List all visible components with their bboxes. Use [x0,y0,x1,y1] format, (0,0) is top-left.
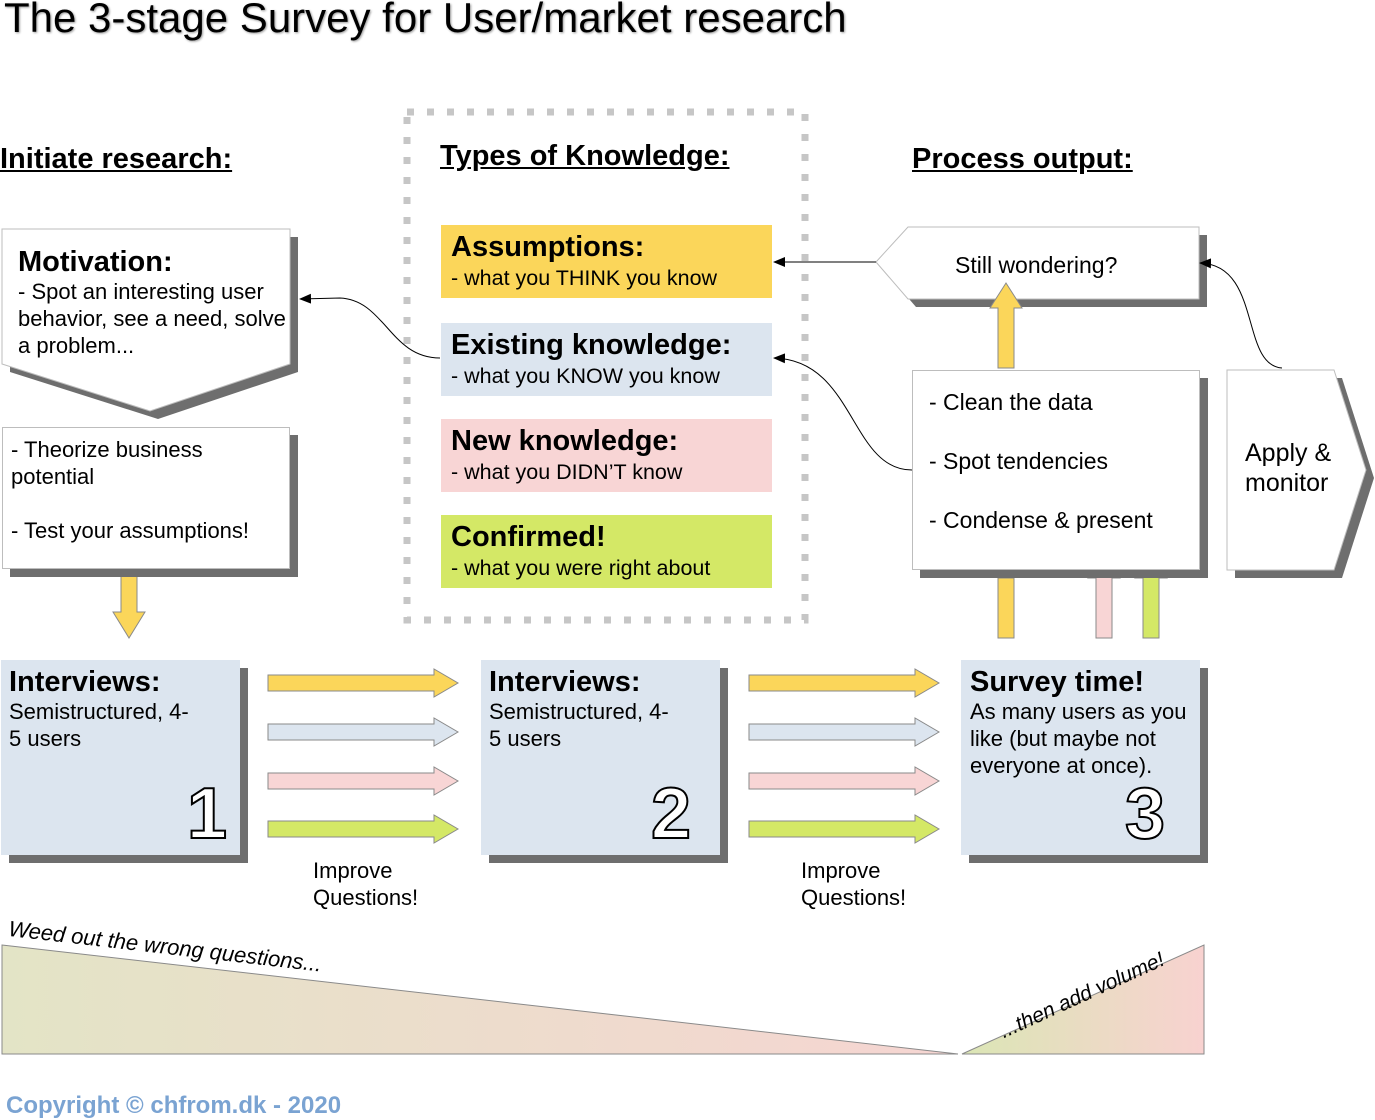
section-process-heading: Process output: [912,143,1133,175]
arrow-right-pink-1 [267,766,459,796]
knowledge-new: New knowledge: - what you DIDN’T know [441,419,772,492]
wedge-weed-out [1,944,959,1055]
improve-questions-label-1: Improve Questions! [313,858,419,910]
arrow-right-green-2 [748,814,940,844]
arrow-up-wondering [989,282,1023,369]
arrow-right-yellow-1 [267,668,459,698]
stage-2-box: Interviews: Semistructured, 4-5 users 2 [481,660,720,855]
knowledge-confirmed: Confirmed! - what you were right about [441,515,772,588]
process-step-clean: - Clean the data [929,389,1093,415]
arrow-right-green-1 [267,814,459,844]
stage-1-text: Semistructured, 4-5 users [9,699,189,751]
theorize-box: - Theorize business potential - Test you… [2,427,290,569]
copyright-notice: Copyright © chfrom.dk - 2020 [6,1092,342,1119]
process-step-condense: - Condense & present [929,507,1153,533]
connector-existing-to-motivation [299,293,441,359]
still-wondering-shape [875,226,1200,300]
stage-3-text: As many users as you like (but maybe not… [970,699,1187,778]
knowledge-container [403,108,809,624]
arrow-right-blue-2 [748,717,940,747]
knowledge-subtitle: - what you DIDN’T know [451,460,683,484]
knowledge-subtitle: - what you KNOW you know [451,364,720,388]
motivation-title: Motivation: [18,246,173,278]
motivation-box: Motivation: - Spot an interesting user b… [18,246,290,359]
stage-2-text: Semistructured, 4-5 users [489,699,669,751]
stage-3-number: 3 [1124,774,1166,854]
stage-2-title: Interviews: [489,666,641,698]
stage-3-title: Survey time! [970,666,1145,698]
knowledge-title: Existing knowledge: [451,329,732,361]
wedge-add-volume [961,944,1205,1055]
motivation-shape [1,228,291,412]
knowledge-title: Confirmed! [451,521,606,553]
knowledge-assumptions: Assumptions: - what you THINK you know [441,225,772,298]
improve-questions-label-2: Improve Questions! [801,858,907,910]
page-title: The 3-stage Survey for User/market resea… [4,0,847,41]
motivation-text: - Spot an interesting user behavior, see… [18,279,286,358]
knowledge-title: Assumptions: [451,231,645,263]
knowledge-subtitle: - what you THINK you know [451,266,718,290]
stage-2-number: 2 [650,774,692,854]
section-types-heading: Types of Knowledge: [440,140,730,172]
knowledge-title: New knowledge: [451,425,679,457]
still-wondering-label: Still wondering? [955,252,1118,278]
arrow-right-blue-1 [267,717,459,747]
section-initiate-heading: Initiate research: [0,143,233,175]
arrow-right-pink-2 [748,766,940,796]
stage-3-box: Survey time! As many users as you like (… [961,660,1200,855]
knowledge-existing: Existing knowledge: - what you KNOW you … [441,323,772,396]
arrow-down-theorize [112,556,146,639]
theorize-line-2: - Test your assumptions! [11,518,250,543]
arrow-right-yellow-2 [748,668,940,698]
connector-process-to-existing [773,353,913,471]
apply-monitor-label: Apply & monitor [1245,439,1332,497]
connector-apply-to-wondering [1199,258,1283,369]
arrow-up-yellow [997,577,1015,639]
stage-1-number: 1 [186,774,228,854]
stage-1-title: Interviews: [9,666,161,698]
knowledge-subtitle: - what you were right about [451,556,711,580]
stage-1-box: Interviews: Semistructured, 4-5 users 1 [1,660,240,855]
process-steps-box: - Clean the data - Spot tendencies - Con… [912,370,1200,570]
theorize-line-1: - Theorize business potential [11,437,203,489]
process-step-tendencies: - Spot tendencies [929,448,1109,474]
apply-monitor-shape [1226,369,1367,571]
